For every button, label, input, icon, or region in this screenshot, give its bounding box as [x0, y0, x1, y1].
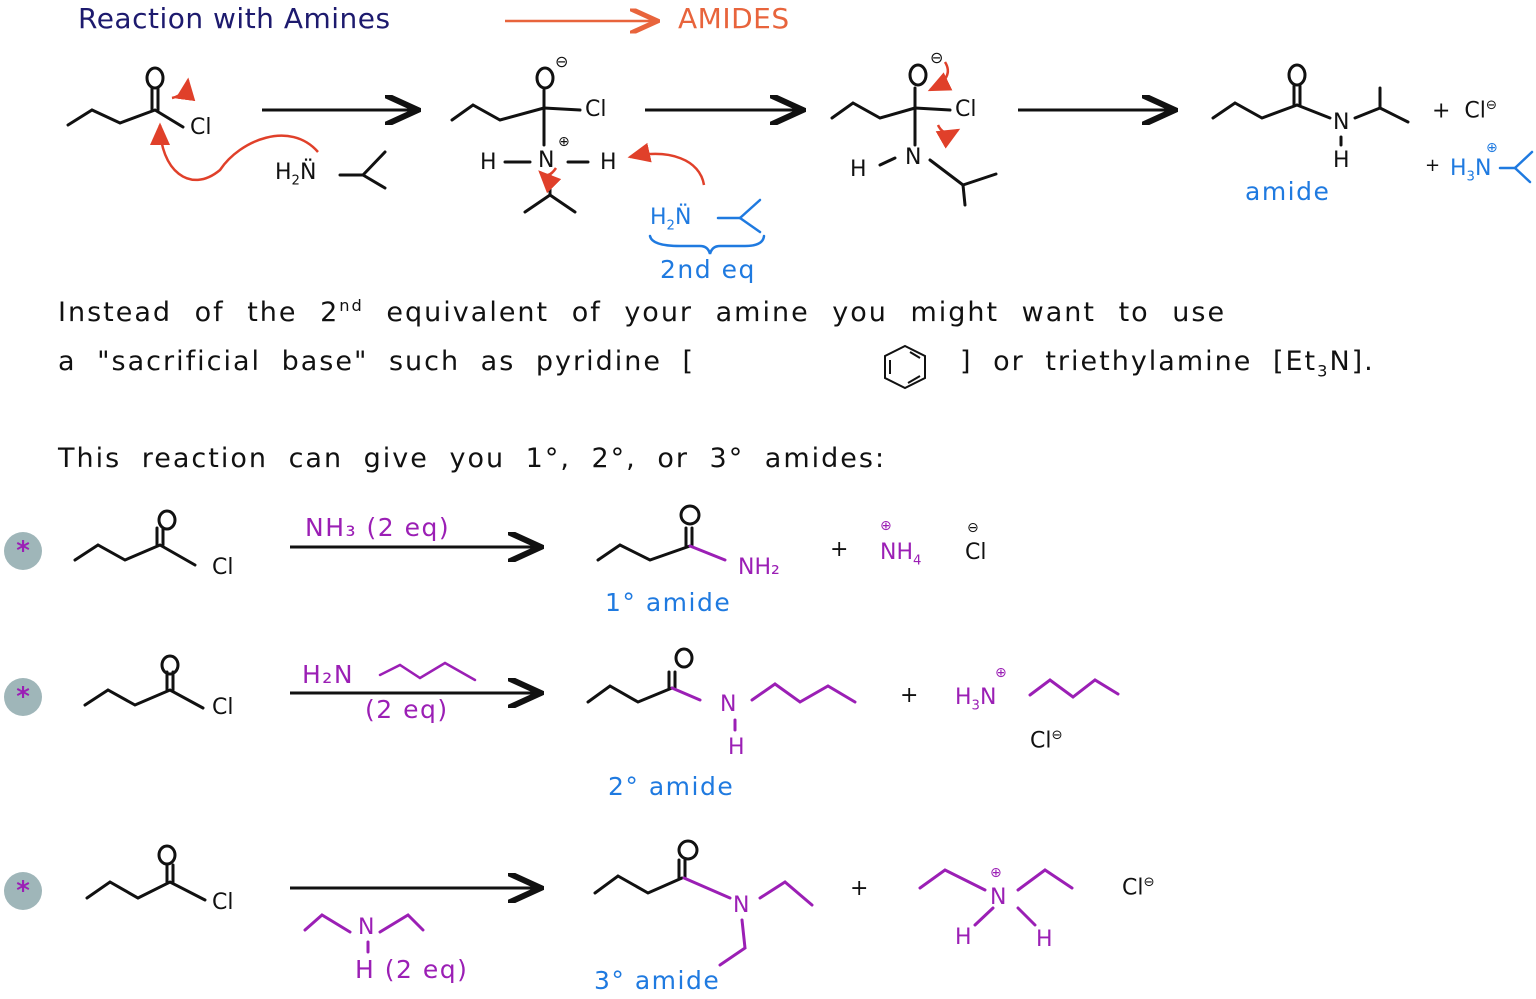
step2-h-left: H: [480, 150, 497, 175]
product-cl-minus: + Cl⊖: [1432, 98, 1497, 124]
step2-cl: Cl: [585, 97, 607, 122]
step3-h: H: [850, 157, 867, 182]
step1-cl: Cl: [190, 115, 212, 140]
page-title: Reaction with Amines: [78, 2, 391, 35]
reaction2-reagent-top: H₂N: [302, 660, 355, 689]
reaction1-label: 1° amide: [605, 588, 732, 617]
reaction3-h1: H: [955, 925, 972, 950]
acyl-chloride-structure: [66, 66, 185, 129]
paragraph-line2b: ] or triethylamine [Et3N].: [960, 346, 1375, 381]
bullet-icon: *: [4, 678, 42, 716]
reaction2-label: 2° amide: [608, 772, 735, 801]
reaction1-ammonium: NH4⊕: [880, 518, 922, 569]
step3-o-charge: ⊖: [930, 48, 944, 67]
reaction3-n: N: [733, 893, 750, 918]
product-ammonium: H3N⊕: [1450, 140, 1498, 185]
step1-amine: H2N̈: [275, 160, 317, 189]
reaction3-plus: +: [850, 876, 869, 901]
reaction2-n: N: [720, 692, 737, 717]
result-label: AMIDES: [678, 2, 790, 35]
product-h: H: [1333, 148, 1350, 173]
step2-n-plus: N⊕: [538, 134, 570, 173]
second-amine: H2N̈: [650, 205, 692, 234]
reaction3-reagent-n: N: [358, 915, 375, 940]
reaction2-h: H: [728, 735, 745, 760]
bullet-icon: *: [4, 532, 42, 570]
product-amide-label: amide: [1245, 177, 1331, 206]
reaction2-ammonium: H3N⊕: [955, 665, 1007, 714]
reaction2-cl: Cl: [212, 695, 234, 720]
reaction1-reagent: NH₃ (2 eq): [305, 513, 451, 542]
bullet-icon: *: [4, 872, 42, 910]
reaction1-plus: +: [830, 537, 849, 562]
reaction3-reagent-bottom: H (2 eq): [355, 955, 469, 984]
reaction2-plus: +: [900, 683, 919, 708]
product-n: N: [1333, 110, 1350, 135]
step2-o-charge: ⊖: [555, 52, 569, 71]
step3-cl: Cl: [955, 97, 977, 122]
paragraph-line1: Instead of the 2nd equivalent of your am…: [58, 296, 1227, 328]
product-plus: +: [1425, 155, 1441, 176]
pyridine-icon: [884, 344, 926, 390]
step3-n: N: [905, 145, 922, 170]
step2-h-right: H: [600, 150, 617, 175]
second-eq-label: 2nd eq: [660, 255, 756, 284]
reaction1-cl: Cl: [212, 555, 234, 580]
paragraph-line2a: a "sacrificial base" such as pyridine [: [58, 346, 696, 377]
reaction3-label: 3° amide: [594, 966, 721, 995]
reaction2-reagent-bottom: (2 eq): [365, 695, 449, 724]
reaction3-h2: H: [1036, 927, 1053, 952]
reaction1-chloride: Cl⊖: [965, 520, 987, 565]
reaction1-nh2: NH₂: [738, 555, 780, 580]
intro-text: This reaction can give you 1°, 2°, or 3°…: [58, 443, 887, 474]
reaction3-chloride: Cl⊖: [1122, 875, 1155, 901]
reaction2-chloride: Cl⊖: [1030, 728, 1063, 754]
reaction3-ammonium-n: N⊕: [990, 865, 1007, 910]
reaction3-cl: Cl: [212, 890, 234, 915]
